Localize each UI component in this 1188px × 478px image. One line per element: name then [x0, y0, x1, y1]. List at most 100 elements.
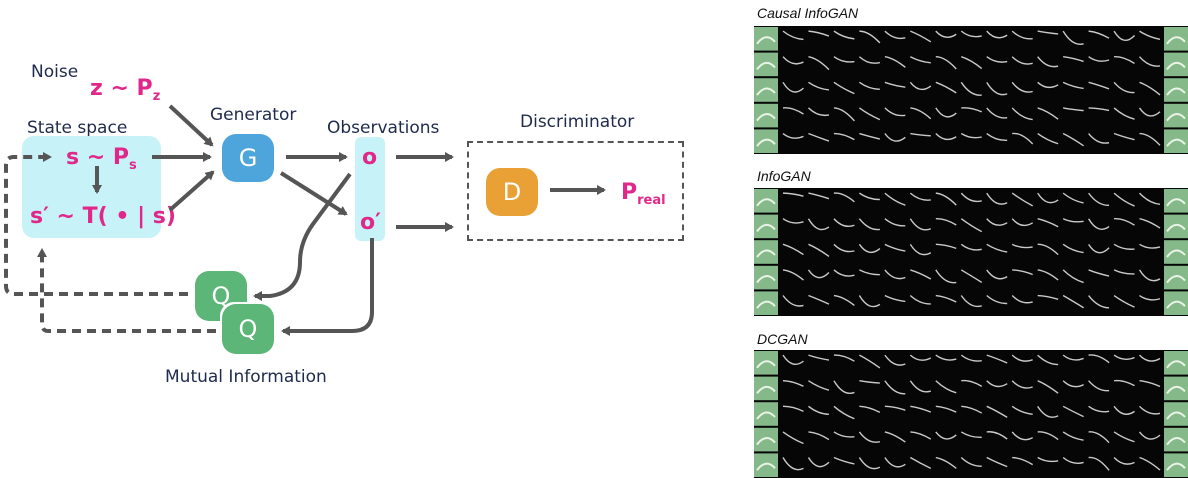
- rope-trajectory-frame: [833, 405, 855, 420]
- rope-trajectory-frame: [909, 243, 932, 256]
- rope-trajectory-frame: [1011, 218, 1034, 227]
- rope-trajectory-frame: [1011, 243, 1033, 249]
- rope-trajectory-frame: [858, 192, 880, 201]
- panel-title-infogan: InfoGAN: [757, 168, 811, 184]
- rope-trajectory-frame: [1011, 405, 1033, 415]
- rope-trajectory-frame: [1139, 30, 1161, 41]
- rope-trajectory-frame: [1139, 81, 1161, 96]
- discriminator-label: Discriminator: [520, 112, 635, 132]
- q-node-2: Q: [222, 304, 274, 354]
- thumbnail-rope: [756, 113, 776, 122]
- observation-o-prime: o′: [360, 210, 381, 235]
- p-real-base: P: [621, 180, 638, 205]
- rope-trajectory-frame: [909, 456, 932, 469]
- noise-distribution-base: z ~ P: [90, 76, 153, 101]
- thumbnail-image: [754, 427, 778, 452]
- rope-trajectory-frame: [986, 456, 1008, 468]
- rope-trajectory-frame: [884, 457, 906, 468]
- rope-trajectory-frame: [859, 354, 881, 369]
- thumbnail-rope: [756, 198, 776, 207]
- rope-trajectory-frame: [1011, 380, 1033, 389]
- generator-label: Generator: [210, 105, 297, 125]
- thumbnail-image: [754, 265, 778, 290]
- rope-trajectory-frame: [1011, 431, 1034, 441]
- rope-trajectory-frame: [807, 107, 830, 117]
- thumbnail-rope: [1166, 249, 1186, 258]
- rope-trajectory-frame: [1113, 431, 1135, 443]
- rope-trajectory-frame: [858, 218, 880, 231]
- thumbnail-image: [754, 129, 778, 153]
- rope-trajectory-frame: [1062, 405, 1084, 418]
- thumbnail-image: [754, 240, 778, 264]
- rope-trajectory-frame: [935, 294, 957, 303]
- rope-trajectory-frame: [1113, 81, 1135, 94]
- rope-trajectory-frame: [960, 295, 982, 308]
- rope-trajectory-frame: [782, 354, 804, 366]
- thumbnail-image: [754, 376, 778, 401]
- rope-trajectory-frame: [1113, 379, 1135, 387]
- rope-trajectory-frame: [782, 295, 804, 307]
- rope-trajectory-frame: [1139, 456, 1161, 471]
- rope-trajectory-frame: [808, 431, 830, 441]
- rope-trajectory-frame: [884, 269, 906, 280]
- rope-trajectory-frame: [1088, 81, 1110, 90]
- rope-trajectory-frame: [807, 457, 830, 468]
- rope-trajectory-frame: [808, 354, 830, 361]
- rope-trajectory-frame: [884, 30, 906, 40]
- rope-trajectory-frame: [782, 405, 804, 413]
- rope-trajectory-frame: [1037, 456, 1059, 463]
- rope-trajectory-frame: [960, 81, 982, 96]
- thumbnail-rope: [756, 275, 776, 284]
- rope-trajectory-frame: [1037, 431, 1059, 441]
- rope-trajectory-frame: [1139, 132, 1161, 146]
- rope-trajectory-frame: [935, 405, 957, 413]
- rope-trajectory-frame: [808, 56, 830, 71]
- noise-distribution-sub: z: [152, 89, 161, 104]
- thumbnail-image: [754, 52, 778, 77]
- rope-trajectory-frame: [858, 56, 881, 64]
- rope-trajectory-frame: [1113, 457, 1135, 465]
- thumbnail-rope: [756, 61, 776, 71]
- rope-trajectory-frame: [961, 405, 983, 414]
- rope-trajectory-frame: [1088, 380, 1110, 392]
- thumbnail-rope: [756, 437, 776, 446]
- thumbnail-rope: [1166, 360, 1186, 369]
- rope-trajectory-frame: [1037, 81, 1059, 89]
- rope-trajectory-frame: [986, 81, 1008, 96]
- rope-trajectory-frame: [1113, 269, 1135, 275]
- thumbnail-image: [1164, 265, 1188, 290]
- rope-trajectory-frame: [1113, 354, 1135, 360]
- rope-trajectory-frame: [833, 30, 855, 40]
- rope-trajectory-frame: [1088, 107, 1110, 112]
- rope-trajectory-frame: [1062, 354, 1084, 361]
- rope-trajectory-frame: [833, 107, 855, 122]
- rope-trajectory-frame: [808, 405, 829, 416]
- rope-trajectory-frame: [833, 56, 855, 63]
- rope-trajectory-frame: [858, 431, 881, 443]
- thumbnail-rope: [1166, 87, 1186, 96]
- rope-trajectory-frame: [909, 81, 932, 91]
- rope-trajectory-frame: [935, 456, 957, 469]
- rope-trajectory-frame: [1037, 132, 1059, 145]
- rope-trajectory-frame: [960, 132, 982, 139]
- rope-trajectory-frame: [960, 457, 982, 467]
- rope-trajectory-frame: [1062, 81, 1084, 90]
- rope-trajectory-frame: [1113, 132, 1135, 141]
- rope-trajectory-frame: [782, 269, 804, 281]
- thumbnail-rope: [1166, 36, 1186, 45]
- rope-trajectory-frame: [859, 30, 881, 44]
- rope-trajectory-frame: [1037, 30, 1059, 35]
- thumbnail-rope: [1166, 113, 1186, 122]
- rope-trajectory-frame: [1012, 269, 1033, 276]
- rope-trajectory-frame: [935, 56, 957, 70]
- thumbnail-rope: [1166, 411, 1186, 420]
- rope-trajectory-frame: [1139, 192, 1161, 206]
- rope-trajectory-frame: [960, 431, 982, 438]
- rope-trajectory-frame: [1037, 218, 1059, 228]
- noise-distribution: z ~ Pz: [90, 76, 160, 104]
- rope-trajectory-frame: [935, 192, 957, 206]
- rope-trajectory-frame: [807, 269, 830, 279]
- rope-trajectory-frame: [961, 379, 983, 387]
- rope-trajectory-frame: [808, 380, 830, 391]
